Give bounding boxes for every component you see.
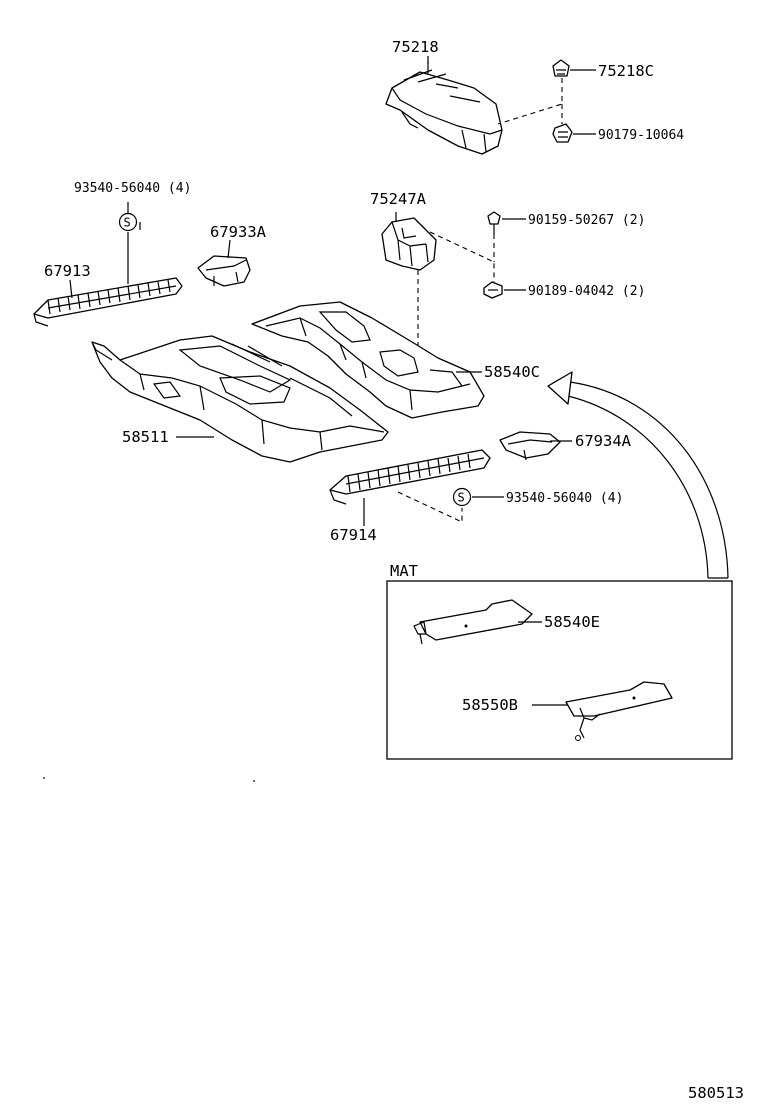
label-75218C: 75218C [598, 62, 654, 80]
part-58550B-mat [565, 681, 673, 741]
label-58540E: 58540E [544, 613, 600, 631]
clip-symbol-bottom-glyph: S [458, 491, 465, 505]
label-90179-10064: 90179-10064 [598, 128, 684, 143]
label-75218: 75218 [392, 38, 439, 56]
label-67934A: 67934A [575, 432, 632, 450]
label-67933A: 67933A [210, 223, 267, 241]
label-93540-top: 93540-56040 (4) [74, 181, 191, 196]
label-75247A: 75247A [370, 190, 427, 208]
part-67933A-bracket [197, 255, 251, 287]
screw-90159 [487, 211, 526, 234]
arrow-mat-to-58540C [547, 371, 729, 579]
label-diagram-id: 580513 [688, 1084, 744, 1102]
bolt-90189 [483, 281, 526, 299]
leader-75218C-to-console [497, 78, 563, 125]
label-mat: MAT [390, 562, 418, 580]
clip-75218C [552, 59, 596, 77]
leader-67933A [227, 239, 231, 259]
part-58540E-mat [413, 599, 533, 645]
screw-90179 [552, 123, 596, 143]
label-67913: 67913 [44, 262, 91, 280]
part-67934A-bracket [499, 431, 561, 461]
label-90189-04042: 90189-04042 (2) [528, 284, 645, 299]
part-58540C-rear-carpet [251, 301, 485, 419]
mat-box [386, 580, 733, 760]
leader-75247A-fasteners [429, 231, 495, 282]
label-67914: 67914 [330, 526, 377, 544]
part-75247A-bracket [381, 212, 437, 271]
part-58511-front-carpet [91, 335, 389, 463]
label-90159-50267: 90159-50267 (2) [528, 213, 645, 228]
label-93540-bottom: 93540-56040 (4) [506, 491, 623, 506]
part-75218-console [385, 62, 503, 155]
clip-symbol-top: S [118, 202, 141, 284]
label-58511: 58511 [122, 428, 169, 446]
part-67914-scuff-plate [329, 449, 491, 505]
clip-symbol-top-glyph: S [124, 216, 131, 230]
clip-symbol-bottom: S [452, 487, 504, 507]
label-58550B: 58550B [462, 696, 518, 714]
part-67913-scuff-plate [33, 277, 183, 327]
leader-67913 [69, 279, 73, 299]
leader-67914-clip [397, 491, 463, 523]
label-58540C: 58540C [484, 363, 540, 381]
